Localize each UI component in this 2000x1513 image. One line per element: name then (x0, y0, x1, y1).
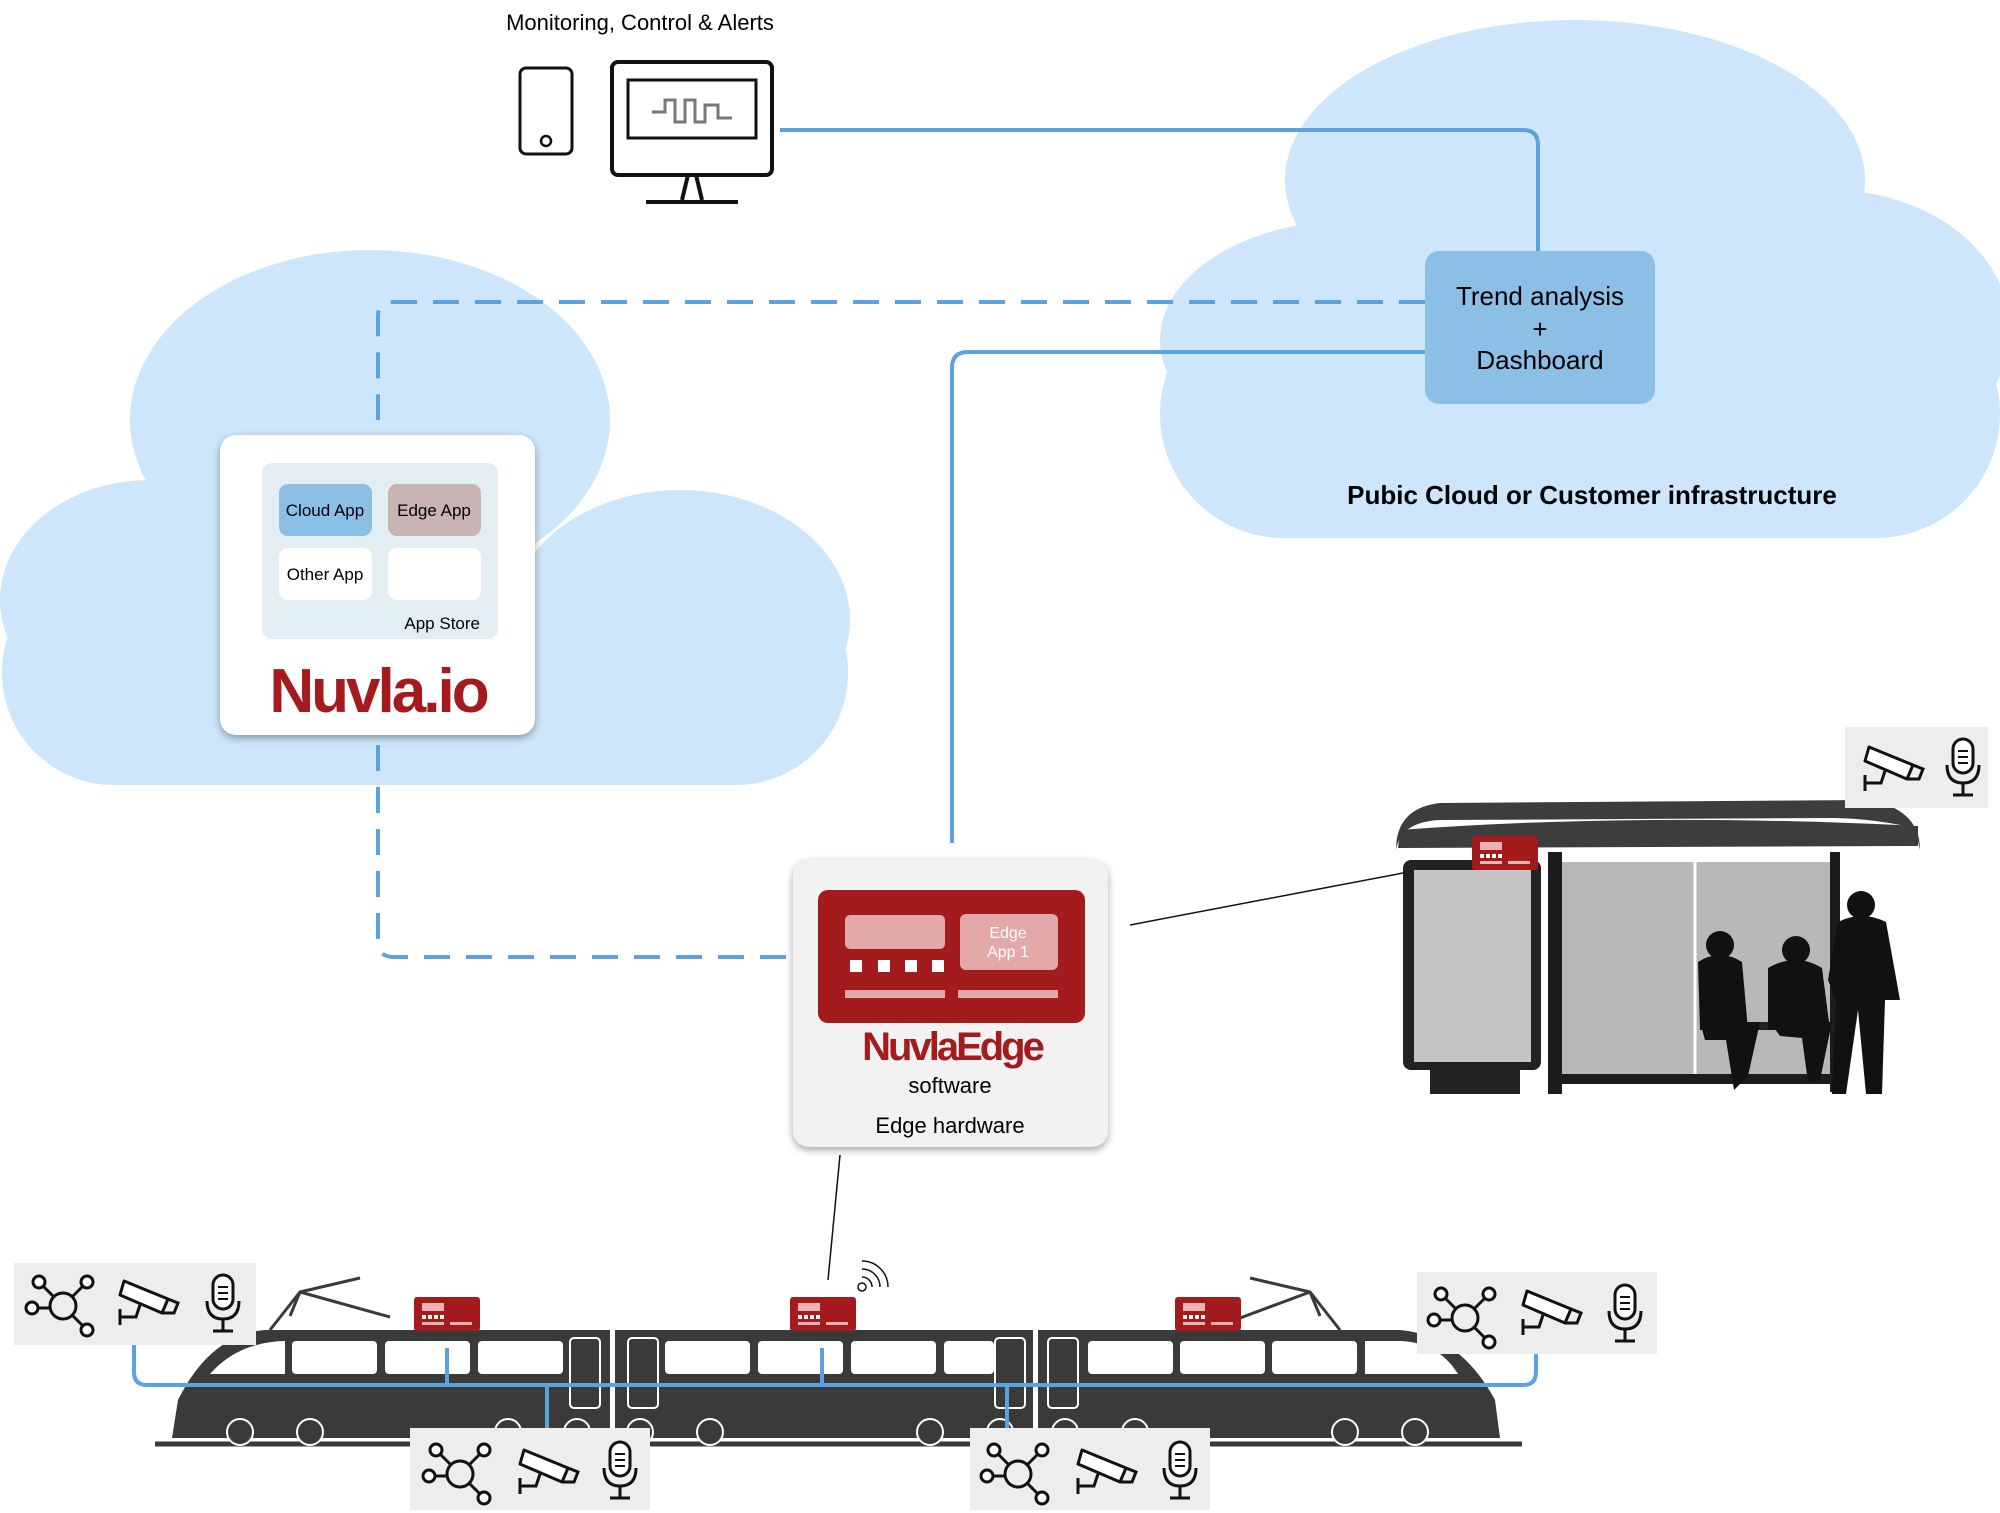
cloud-links (376, 128, 1540, 959)
train-network-bus (132, 1345, 1538, 1435)
train-edge-device-1 (414, 1297, 480, 1331)
edge-software-label: software (908, 1073, 991, 1098)
train-edge-device-2 (790, 1297, 856, 1331)
device-links (827, 872, 1404, 1281)
edge-app-tile[interactable] (960, 914, 1058, 970)
app-tile-edge-label: Edge App (397, 501, 471, 520)
monitor-icon (610, 60, 774, 204)
app-store-label: App Store (404, 614, 480, 633)
nuvlaedge-logo: NuvlaEdge (862, 1025, 1043, 1069)
trend-dashboard-box[interactable] (1425, 251, 1655, 404)
app-tile-other-label: Other App (287, 565, 364, 584)
trend-line3: Dashboard (1476, 345, 1603, 375)
public-cloud-label: Pubic Cloud or Customer infrastructure (1347, 480, 1837, 510)
edge-app-line2: App 1 (987, 944, 1029, 961)
train-edge-device-3 (1175, 1297, 1241, 1331)
app-tile-empty[interactable] (388, 548, 481, 600)
app-tile-other[interactable] (279, 548, 372, 600)
wifi-signal-icon (857, 1260, 889, 1292)
app-tile-cloud-label: Cloud App (286, 501, 364, 520)
monitoring-label: Monitoring, Control & Alerts (506, 10, 774, 35)
shelter-edge-device (1472, 836, 1538, 870)
nuvla-io-logo: Nuvla.io (269, 657, 487, 726)
trend-line1: Trend analysis (1456, 281, 1624, 311)
tablet-icon (518, 66, 574, 156)
edge-hardware-label: Edge hardware (875, 1113, 1024, 1138)
edge-app-line1: Edge (989, 925, 1026, 942)
app-tile-cloud[interactable] (279, 484, 372, 536)
trend-line2: + (1532, 314, 1547, 344)
app-tile-edge[interactable] (388, 484, 481, 536)
